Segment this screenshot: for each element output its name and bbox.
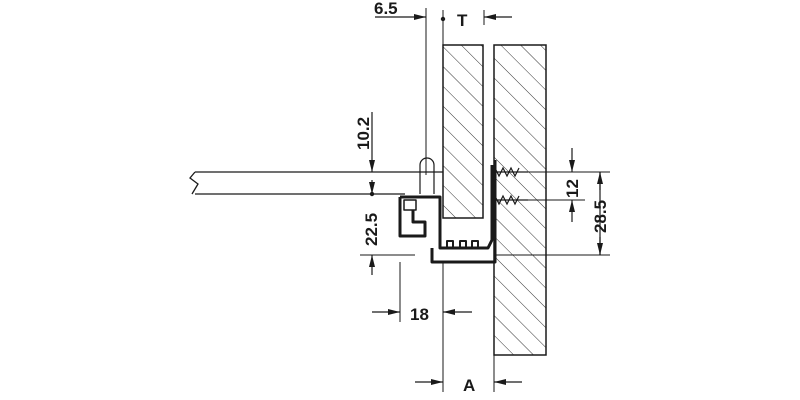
reference-dot — [369, 191, 375, 197]
runner-profile — [398, 157, 497, 264]
dim-22-5: 22.5 — [362, 213, 381, 246]
dim-t: T — [457, 11, 468, 30]
drawer-bottom — [189, 171, 443, 195]
dim-18: 18 — [410, 305, 429, 324]
reference-dot — [440, 16, 446, 22]
dim-a: A — [463, 376, 475, 395]
dim-12: 12 — [563, 179, 582, 198]
drawer-front-panel — [442, 44, 484, 219]
dim-10-2: 10.2 — [354, 117, 373, 150]
dim-6-5: 6.5 — [374, 0, 398, 18]
dimension-arrows — [369, 14, 603, 385]
dim-28-5: 28.5 — [591, 200, 610, 233]
